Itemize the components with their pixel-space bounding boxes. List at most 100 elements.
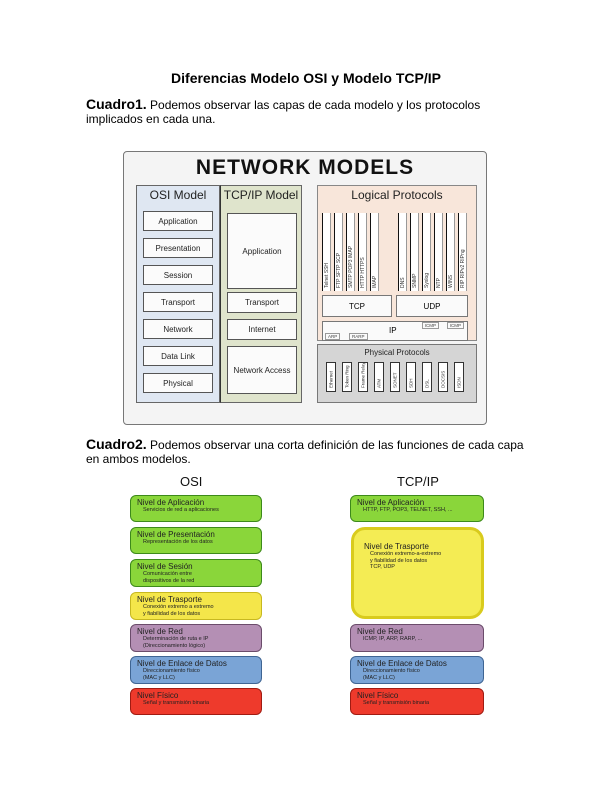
- level-desc: Conexión extremo a extremo: [143, 604, 214, 610]
- osi-level-data-link: Nivel de Enlace de Datos Direccionamient…: [130, 656, 262, 684]
- protocol-label: Syslog: [423, 272, 430, 288]
- osi-layer-network: Network: [143, 319, 213, 339]
- cuadro2-paragraph: Cuadro2. Podemos observar una corta defi…: [86, 437, 526, 466]
- level-desc: Señal y transmisión binaria: [143, 700, 210, 706]
- protocol-column: FTP SFTP SCP: [334, 213, 343, 291]
- physical-protocol: ATM: [374, 362, 384, 392]
- network-models-figure: NETWORK MODELS OSI Model Application Pre…: [123, 151, 487, 425]
- protocol-label: IMAP: [371, 275, 378, 288]
- level-title: Nivel de Enlace de Datos: [357, 659, 447, 668]
- physical-protocol: ISDN: [454, 362, 464, 392]
- physical-protocols-panel: Physical Protocols Ethernet Token Ring F…: [317, 344, 477, 403]
- level-title: Nivel de Red: [357, 627, 403, 636]
- osi-level-session: Nivel de Sesión Comunicación entre dispo…: [130, 559, 262, 587]
- physical-protocol-label: Token Ring: [344, 365, 350, 388]
- tcpip-model-heading: TCP/IP Model: [223, 188, 299, 202]
- tcpip-model-column: TCP/IP Model Application Transport Inter…: [220, 185, 302, 403]
- tcpip-layer-network-access: Network Access: [227, 346, 297, 394]
- tcp-box: TCP: [322, 295, 392, 317]
- level-desc: Direccionamiento físico: [363, 668, 420, 674]
- level-title: Nivel de Sesión: [137, 562, 193, 571]
- level-desc: (MAC y LLC): [363, 674, 395, 681]
- cuadro2-text: Podemos observar una corta definición de…: [86, 438, 524, 466]
- physical-protocol-label: DSL: [424, 379, 430, 388]
- level-desc: Determinación de ruta e IP: [143, 636, 209, 642]
- level-desc: (MAC y LLC): [143, 674, 175, 681]
- protocol-label: DNS: [399, 277, 406, 288]
- physical-protocol: Ethernet: [326, 362, 336, 392]
- physical-protocol-label: Frame Relay: [360, 362, 366, 388]
- tcpip-diagram-label: TCP/IP: [397, 474, 439, 489]
- level-title: Nivel de Aplicación: [357, 498, 425, 507]
- tcpip-level-physical: Nivel Físico Señal y transmisión binaria: [350, 688, 484, 715]
- level-title: Nivel de Aplicación: [137, 498, 205, 507]
- tcpip-level-transport: Nivel de Trasporte Conexión extremo-a-ex…: [351, 527, 484, 619]
- osi-layer-physical: Physical: [143, 373, 213, 393]
- level-title: Nivel de Trasporte: [137, 595, 202, 604]
- protocol-label: FTP SFTP SCP: [335, 252, 342, 288]
- physical-protocol-label: SONET: [392, 372, 398, 388]
- protocol-label: SNMP: [411, 273, 418, 288]
- rarp-label: RARP: [349, 333, 368, 340]
- protocol-label: RIP RIPv2 RIPng: [459, 249, 466, 288]
- physical-protocol-label: Ethernet: [328, 370, 334, 388]
- protocol-label: SMTP POP3 IMAP: [347, 245, 354, 288]
- tcpip-level-application: Nivel de Aplicación HTTP, FTP, POP3, TEL…: [350, 495, 484, 522]
- cuadro1-label: Cuadro1.: [86, 96, 147, 112]
- network-models-title: NETWORK MODELS: [195, 156, 415, 179]
- tcpip-layer-transport: Transport: [227, 292, 297, 313]
- tcpip-layer-internet: Internet: [227, 319, 297, 340]
- osi-layer-session: Session: [143, 265, 213, 285]
- protocol-label: WINS: [447, 274, 454, 288]
- osi-level-transport: Nivel de Trasporte Conexión extremo a ex…: [130, 592, 262, 620]
- cuadro1-paragraph: Cuadro1. Podemos observar las capas de c…: [86, 97, 526, 126]
- protocol-label: HTTP HTTPS: [359, 257, 366, 288]
- level-desc: y fiabilidad de los datos: [143, 610, 201, 617]
- logical-protocols-panel: Logical Protocols Telnet SSH FTP SFTP SC…: [317, 185, 477, 341]
- physical-protocols-heading: Physical Protocols: [364, 348, 430, 357]
- protocol-column: IMAP: [370, 213, 379, 291]
- icmp-label: ICMP: [421, 322, 439, 329]
- logical-protocols-heading: Logical Protocols: [351, 188, 443, 202]
- physical-protocol-label: SDH: [408, 378, 414, 388]
- level-desc: Direccionamiento físico: [143, 668, 200, 674]
- level-title: Nivel Físico: [137, 691, 179, 700]
- physical-protocol-label: DOCSIS: [440, 370, 446, 388]
- ip-box: IP ICMP ICMP ARP RARP: [322, 321, 468, 341]
- level-title: Nivel de Presentación: [137, 530, 215, 539]
- udp-box: UDP: [396, 295, 468, 317]
- osi-layer-data-link: Data Link: [143, 346, 213, 366]
- protocol-column: DNS: [398, 213, 407, 291]
- cuadro2-label: Cuadro2.: [86, 436, 147, 452]
- level-desc: Servicios de red a aplicaciones: [143, 507, 219, 513]
- cuadro1-text: Podemos observar las capas de cada model…: [86, 98, 481, 126]
- level-desc: TCP, UDP: [370, 564, 395, 570]
- level-desc: y fiabilidad de los datos: [370, 557, 428, 564]
- level-desc: dispositivos de la red: [143, 577, 195, 584]
- level-title: Nivel de Red: [137, 627, 183, 636]
- ip-label: IP: [389, 326, 397, 335]
- document-title: Diferencias Modelo OSI y Modelo TCP/IP: [171, 70, 441, 86]
- tcpip-level-data-link: Nivel de Enlace de Datos Direccionamient…: [350, 656, 484, 684]
- osi-level-presentation: Nivel de Presentación Representación de …: [130, 527, 262, 554]
- protocol-label: Telnet SSH: [323, 262, 330, 288]
- arp-label: ARP: [325, 333, 341, 340]
- protocol-column: NTP: [434, 213, 443, 291]
- protocol-label: NTP: [435, 278, 442, 288]
- protocol-column: RIP RIPv2 RIPng: [458, 213, 467, 291]
- osi-diagram-label: OSI: [180, 474, 203, 489]
- physical-protocol-label: ISDN: [456, 377, 462, 388]
- protocol-column: Telnet SSH: [322, 213, 331, 291]
- osi-layer-presentation: Presentation: [143, 238, 213, 258]
- physical-protocol: DSL: [422, 362, 432, 392]
- tcpip-level-network: Nivel de Red ICMP, IP, ARP, RARP, ...: [350, 624, 484, 652]
- tcpip-layer-application: Application: [227, 213, 297, 289]
- physical-protocol: Token Ring: [342, 362, 352, 392]
- osi-layer-transport: Transport: [143, 292, 213, 312]
- level-desc: Representación de los datos: [143, 539, 213, 545]
- level-desc: Conexión extremo-a-extremo: [370, 551, 442, 557]
- osi-model-heading: OSI Model: [149, 188, 207, 202]
- protocol-column: HTTP HTTPS: [358, 213, 367, 291]
- osi-layer-application: Application: [143, 211, 213, 231]
- level-title: Nivel de Trasporte: [364, 542, 429, 551]
